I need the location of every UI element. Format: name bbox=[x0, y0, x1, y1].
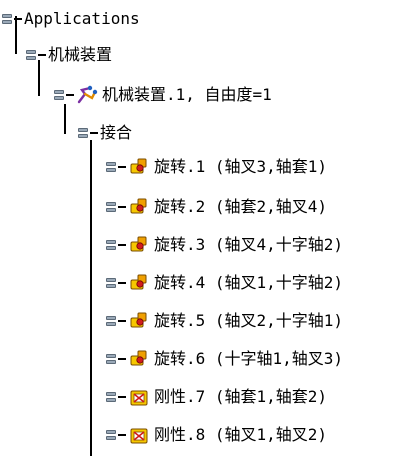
tree-node-joint-2[interactable]: 旋转.2 (轴套2,轴叉4) bbox=[106, 192, 327, 222]
tree-node-label: 机械装置 bbox=[48, 45, 113, 64]
tree-node-icon bbox=[78, 128, 88, 138]
tree-node-label: 旋转.6 (十字轴1,轴叉3) bbox=[154, 349, 344, 368]
tree-node-joint-5[interactable]: 旋转.5 (轴叉2,十字轴1) bbox=[106, 306, 343, 336]
tree-node-label: 旋转.3 (轴叉4,十字轴2) bbox=[154, 235, 344, 254]
tree-node-label: 旋转.2 (轴套2,轴叉4) bbox=[154, 197, 328, 216]
tree-node-joint-4[interactable]: 旋转.4 (轴叉1,十字轴2) bbox=[106, 268, 343, 298]
revolute-joint-icon bbox=[130, 274, 147, 290]
tree-node-joints[interactable]: 接合 bbox=[78, 118, 132, 148]
tree-node-label: 机械装置.1, 自由度=1 bbox=[102, 85, 272, 104]
tree-node-label: 旋转.5 (轴叉2,十字轴1) bbox=[154, 311, 344, 330]
tree-node-label: 旋转.1 (轴叉3,轴套1) bbox=[154, 157, 328, 176]
tree-node-joint-3[interactable]: 旋转.3 (轴叉4,十字轴2) bbox=[106, 230, 343, 260]
mechanism-icon bbox=[77, 85, 98, 104]
tree-node-icon bbox=[26, 50, 36, 60]
tree-node-mechanism-device[interactable]: 机械装置 bbox=[26, 40, 112, 70]
revolute-joint-icon bbox=[130, 350, 147, 366]
tree-node-joint-7[interactable]: 刚性.7 (轴套1,轴套2) bbox=[106, 382, 327, 412]
tree-node-label: Applications bbox=[24, 9, 140, 28]
tree-node-label: 刚性.8 (轴叉1,轴叉2) bbox=[154, 425, 328, 444]
tree-node-icon bbox=[54, 90, 64, 100]
rigid-joint-icon bbox=[130, 428, 148, 444]
tree-node-applications[interactable]: Applications bbox=[2, 4, 140, 34]
tree-connector-device bbox=[38, 60, 40, 96]
tree-node-mechanism-instance[interactable]: 机械装置.1, 自由度=1 bbox=[54, 80, 272, 110]
tree-connector-root bbox=[15, 16, 17, 54]
rigid-joint-icon bbox=[130, 390, 148, 406]
tree-node-joint-6[interactable]: 旋转.6 (十字轴1,轴叉3) bbox=[106, 344, 343, 374]
tree-node-label: 接合 bbox=[100, 123, 133, 142]
revolute-joint-icon bbox=[130, 198, 147, 214]
revolute-joint-icon bbox=[130, 158, 147, 174]
tree-node-icon bbox=[2, 14, 12, 24]
revolute-joint-icon bbox=[130, 236, 147, 252]
tree-connector-joints bbox=[90, 140, 92, 456]
tree-node-joint-8[interactable]: 刚性.8 (轴叉1,轴叉2) bbox=[106, 420, 327, 450]
tree-node-label: 旋转.4 (轴叉1,十字轴2) bbox=[154, 273, 344, 292]
tree-node-joint-1[interactable]: 旋转.1 (轴叉3,轴套1) bbox=[106, 152, 327, 182]
revolute-joint-icon bbox=[130, 312, 147, 328]
tree-connector-instance bbox=[64, 104, 66, 134]
tree-node-label: 刚性.7 (轴套1,轴套2) bbox=[154, 387, 328, 406]
